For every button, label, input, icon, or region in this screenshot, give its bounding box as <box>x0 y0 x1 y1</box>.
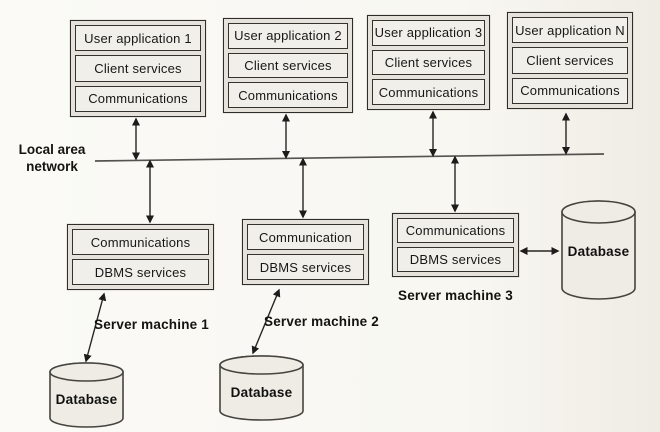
database3-label: Database <box>567 244 630 259</box>
clientN-user-application: User application N <box>512 17 628 44</box>
lan-label-line2: network <box>26 159 78 174</box>
lan-label-line1: Local area <box>18 142 86 157</box>
cylinder-shape <box>49 362 124 428</box>
client3-user-application: User application 3 <box>372 20 485 46</box>
client-box-1: User application 1 Client services Commu… <box>70 20 206 117</box>
client2-communications: Communications <box>228 82 348 109</box>
server-box-3: Communications DBMS services <box>392 213 519 277</box>
server2-label: Server machine 2 <box>264 314 380 329</box>
client3-client-services: Client services <box>372 49 485 76</box>
database-cylinder-1: Database <box>49 362 124 428</box>
client1-user-application: User application 1 <box>75 25 201 52</box>
cylinder-shape <box>219 355 304 421</box>
client-box-3: User application 3 Client services Commu… <box>367 15 490 110</box>
client3-communications: Communications <box>372 79 485 106</box>
client2-client-services: Client services <box>228 52 348 79</box>
lan-label: Local area network <box>8 141 96 175</box>
client2-user-application: User application 2 <box>228 23 348 49</box>
client-box-2: User application 2 Client services Commu… <box>223 18 353 113</box>
client1-communications: Communications <box>75 85 201 112</box>
database-cylinder-3: Database <box>561 200 636 300</box>
client-box-n: User application N Client services Commu… <box>507 12 633 109</box>
server2-communications: Communication <box>247 224 364 250</box>
database-cylinder-2: Database <box>219 355 304 421</box>
server-box-1: Communications DBMS services <box>67 224 214 290</box>
server1-dbms-services: DBMS services <box>72 259 209 285</box>
server2-dbms-services: DBMS services <box>247 254 364 280</box>
cylinder-shape <box>561 200 636 300</box>
server3-dbms-services: DBMS services <box>397 247 514 272</box>
clientN-communications: Communications <box>512 77 628 104</box>
server3-communications: Communications <box>397 218 514 243</box>
lan-bus-line <box>94 153 605 162</box>
client1-client-services: Client services <box>75 55 201 82</box>
database2-label: Database <box>230 385 293 400</box>
server1-label: Server machine 1 <box>94 317 210 332</box>
server3-label: Server machine 3 <box>398 288 514 303</box>
server-box-2: Communication DBMS services <box>242 219 369 285</box>
database1-label: Database <box>55 392 118 407</box>
clientN-client-services: Client services <box>512 47 628 74</box>
server1-communications: Communications <box>72 229 209 255</box>
